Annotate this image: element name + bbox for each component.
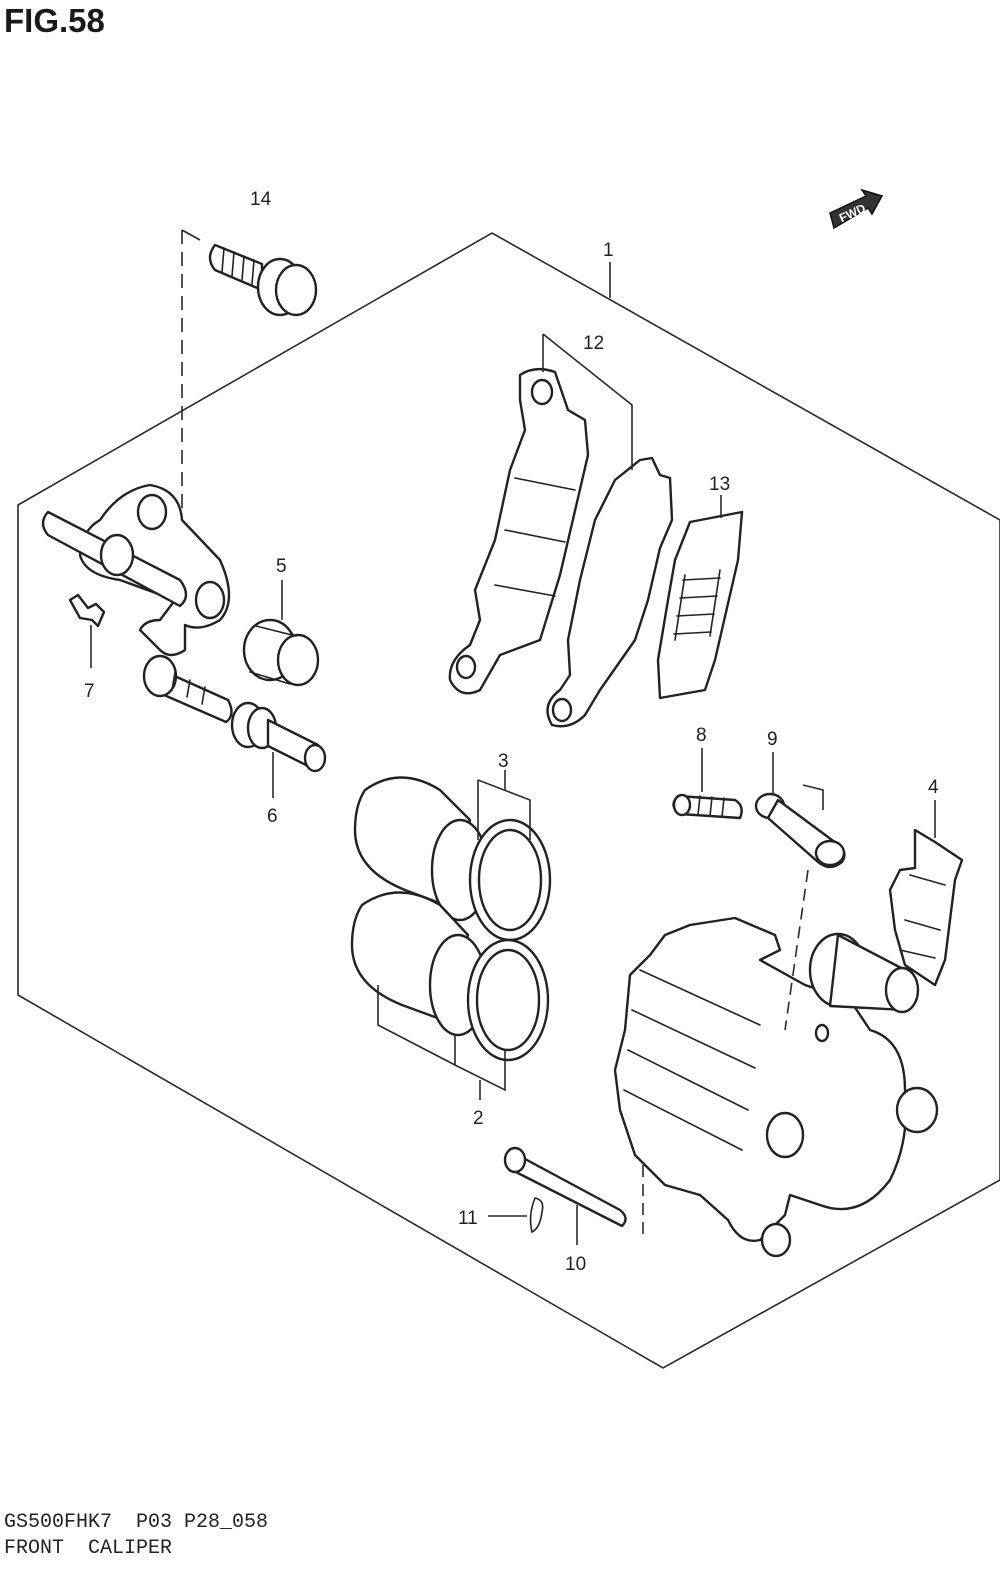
figure-title: FIG.58 bbox=[4, 2, 105, 39]
section-name: FRONT CALIPER bbox=[4, 1537, 173, 1560]
callout-6: 6 bbox=[267, 806, 278, 827]
part-7-clip bbox=[68, 593, 106, 628]
fwd-arrow-icon: FWD bbox=[829, 188, 884, 230]
callout-9: 9 bbox=[767, 729, 778, 750]
callout-14: 14 bbox=[250, 189, 272, 210]
part-3-piston-upper bbox=[353, 776, 552, 942]
part-8-bleeder-screw bbox=[672, 793, 743, 820]
model-code: GS500FHK7 P03 P28_058 bbox=[4, 1511, 269, 1534]
part-6-pin bbox=[230, 701, 327, 773]
part-10-pad-pin bbox=[503, 1146, 627, 1228]
fwd-badge-text: FWD bbox=[837, 201, 868, 225]
callout-10: 10 bbox=[565, 1254, 586, 1275]
callout-8: 8 bbox=[696, 725, 707, 746]
assembly-outline bbox=[17, 232, 1000, 1369]
part-14-bolt bbox=[208, 243, 318, 317]
leader-3b bbox=[477, 779, 531, 840]
callout-7: 7 bbox=[84, 681, 95, 702]
part-11-clip bbox=[529, 1197, 544, 1234]
part-13-shim bbox=[656, 510, 744, 700]
leader-12b bbox=[542, 333, 633, 470]
callout-2: 2 bbox=[473, 1108, 484, 1129]
callout-12: 12 bbox=[583, 333, 604, 354]
part-12-brake-pad-outer bbox=[448, 367, 590, 695]
callout-13: 13 bbox=[709, 474, 730, 495]
part-9-bleeder-cap bbox=[754, 792, 846, 869]
callout-3: 3 bbox=[498, 751, 509, 772]
callout-1: 1 bbox=[603, 240, 614, 261]
leader-9b bbox=[802, 784, 824, 810]
caliper-body bbox=[613, 916, 939, 1258]
part-4-pad-spring bbox=[888, 828, 964, 987]
callout-11: 11 bbox=[458, 1208, 478, 1229]
callout-5: 5 bbox=[276, 556, 287, 577]
callout-4: 4 bbox=[928, 777, 939, 798]
caliper-bracket bbox=[41, 483, 233, 724]
leader-2a bbox=[377, 985, 456, 1067]
leader-14a bbox=[181, 229, 201, 241]
part-2-piston-lower bbox=[350, 891, 550, 1062]
diagram-footer: GS500FHK7 P03 P28_058 FRONT CALIPER bbox=[4, 1510, 268, 1562]
leader-dashed-9 bbox=[784, 869, 809, 1031]
part-5-boot bbox=[242, 618, 320, 687]
part-12-brake-pad-inner bbox=[546, 456, 674, 728]
leader-2b bbox=[454, 1050, 506, 1092]
